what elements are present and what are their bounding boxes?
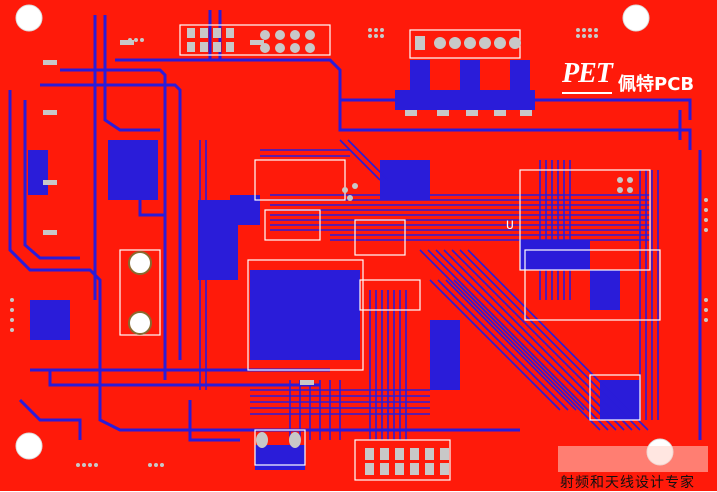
via-field — [10, 28, 708, 467]
brand-underline — [562, 92, 612, 94]
component-designator: U — [506, 218, 514, 233]
brand-logo: PET 佩特PCB — [562, 58, 712, 102]
component-pads — [43, 28, 532, 475]
brand-company-name: 佩特PCB — [618, 74, 695, 95]
watermark-text: 射频和天线设计专家 — [560, 475, 695, 491]
watermark-band — [558, 446, 708, 472]
brand-logo-mark: PET — [562, 58, 613, 89]
silkscreen-outlines — [119, 24, 661, 481]
bottom-copper-pours — [28, 60, 640, 470]
signal-bus — [199, 139, 659, 440]
bottom-layer-traces — [8, 10, 702, 442]
mounting-holes — [15, 4, 674, 466]
